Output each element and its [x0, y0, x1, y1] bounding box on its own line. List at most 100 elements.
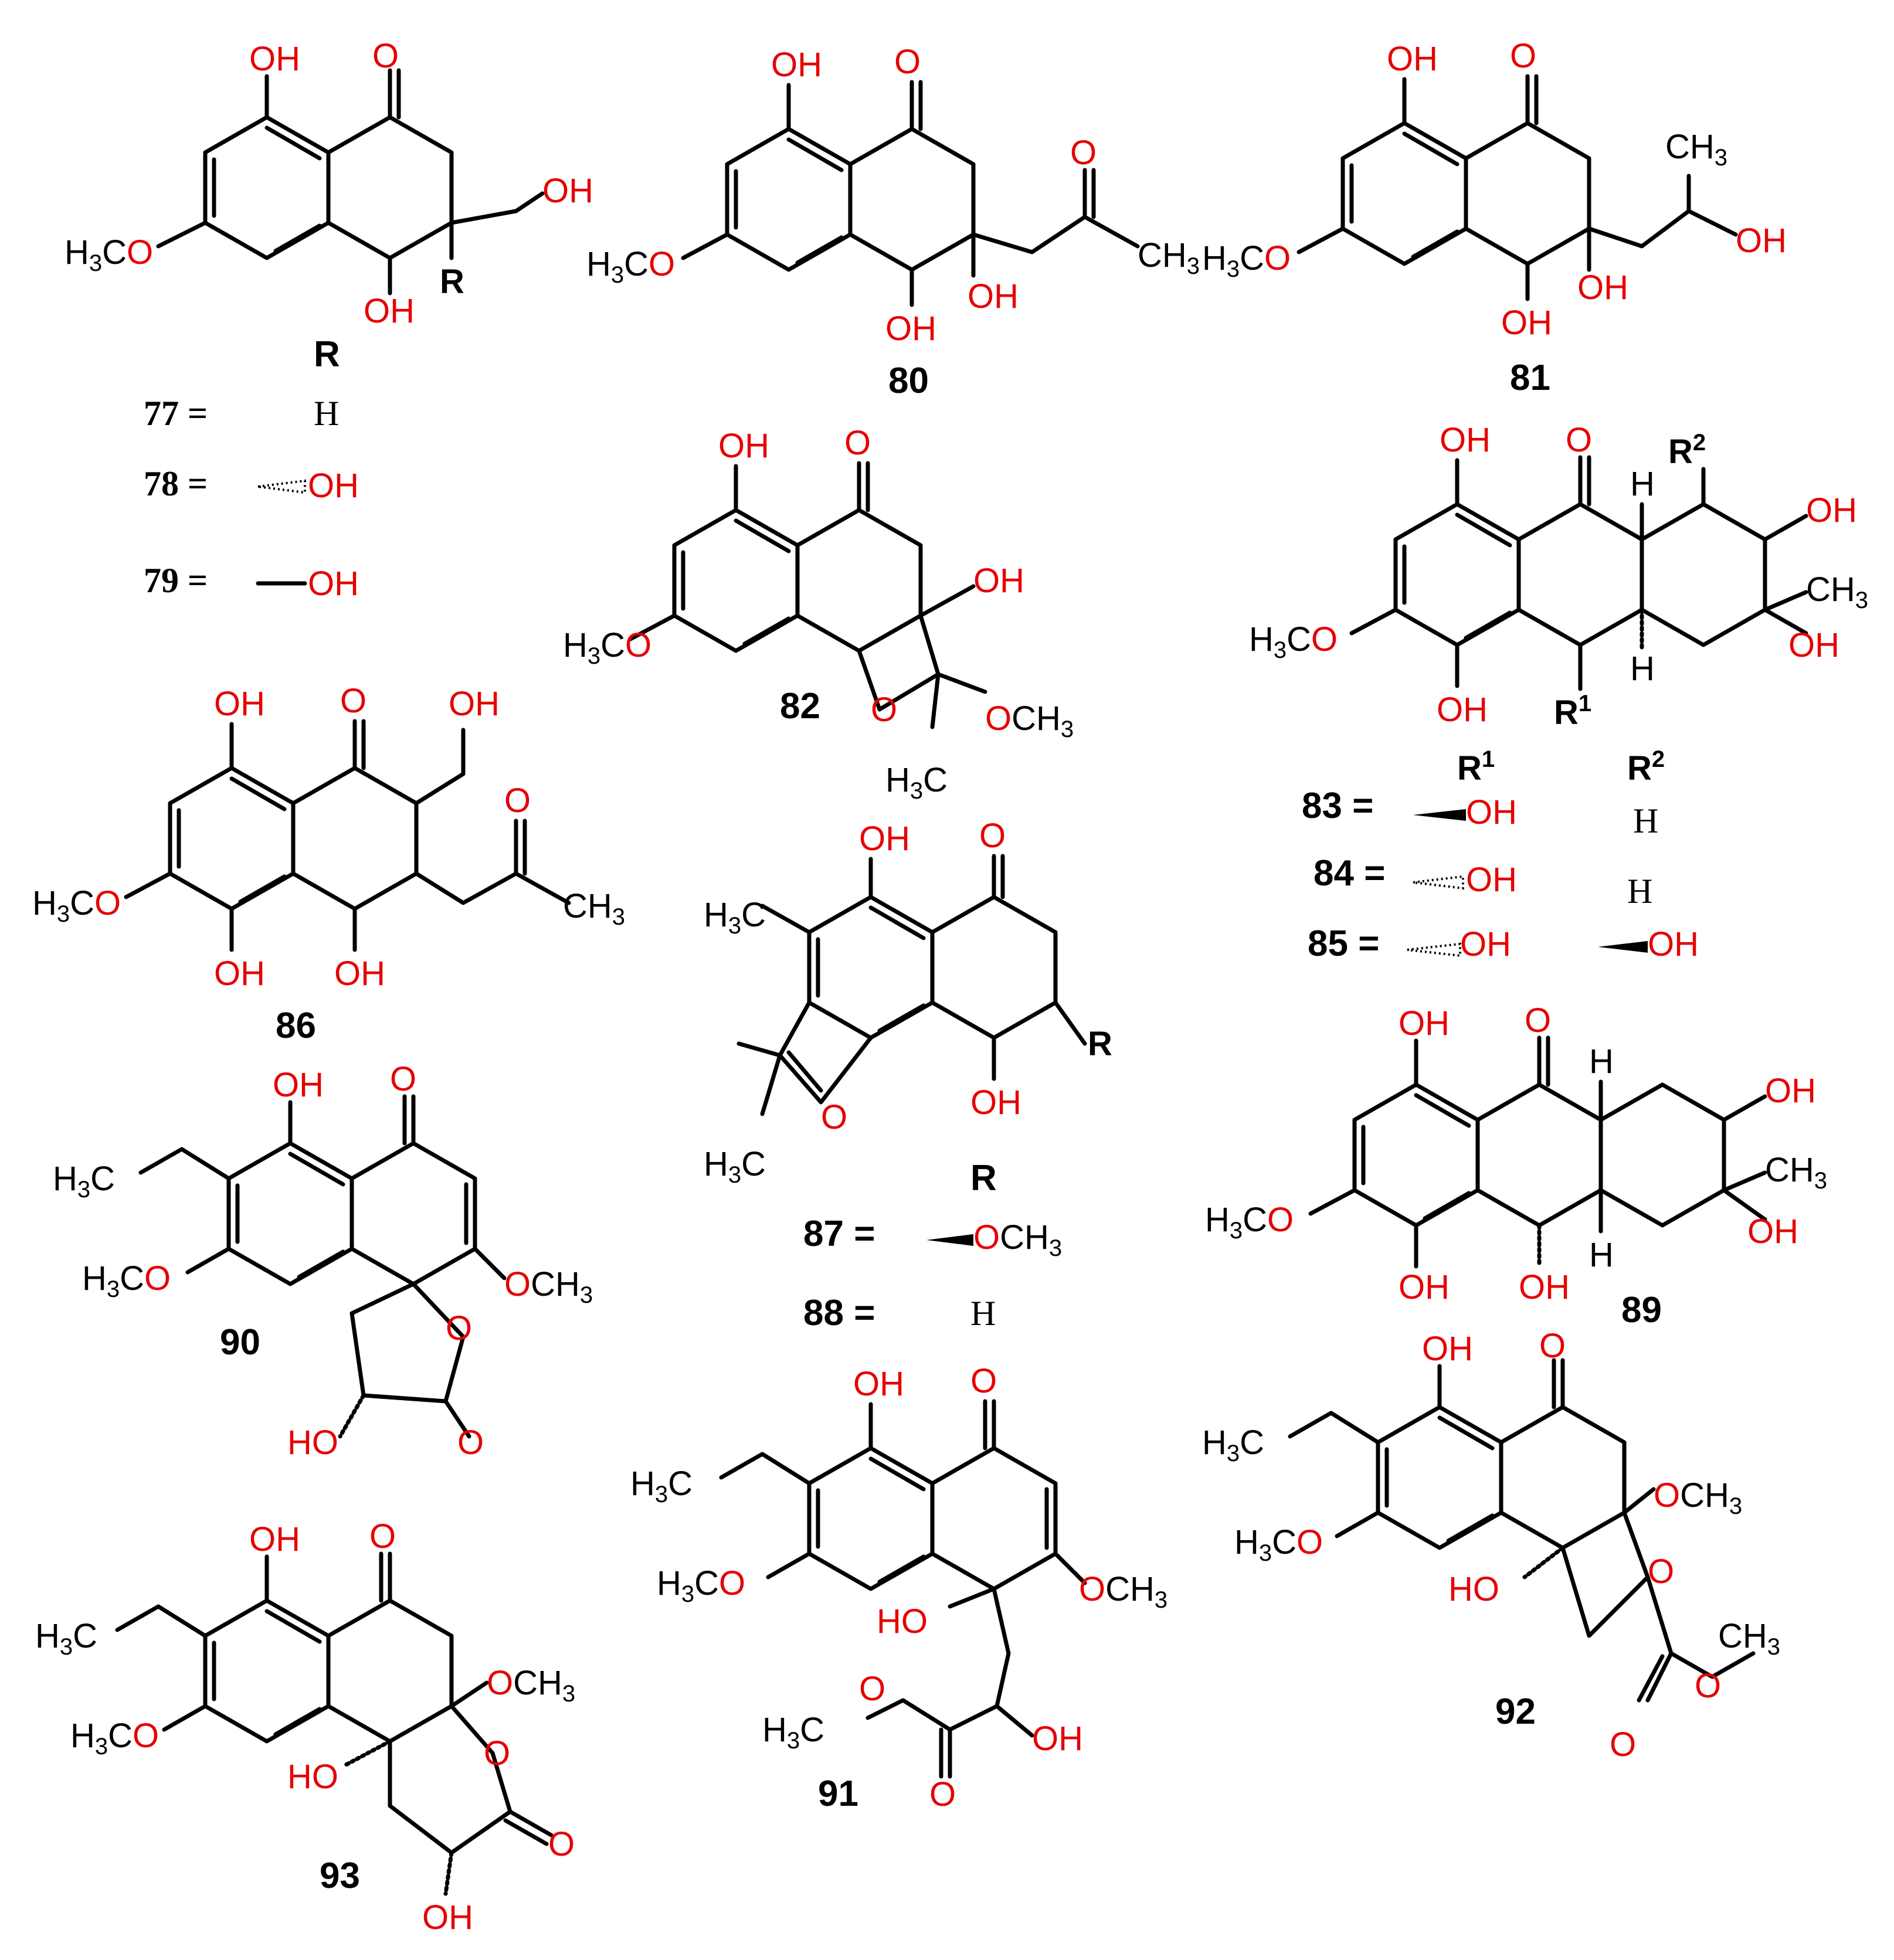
svg-text:R: R — [440, 263, 464, 301]
svg-text:O: O — [821, 1098, 847, 1136]
svg-text:OH: OH — [1399, 1268, 1450, 1306]
structure-77-79: OH O OH H3CO OH R R — [65, 37, 593, 375]
svg-text:H3CO: H3CO — [32, 884, 121, 927]
structure-86: OH O OH O CH3 H3CO OH OH 86 — [32, 682, 625, 1046]
row-77-key: 77 = — [144, 394, 208, 433]
svg-text:O: O — [504, 782, 531, 820]
row-83-r2: H — [1633, 801, 1658, 840]
row-88-key: 88 = — [803, 1293, 875, 1333]
svg-text:O: O — [372, 37, 399, 75]
svg-text:O: O — [340, 682, 366, 720]
svg-text:OH: OH — [1437, 691, 1488, 729]
row-79-key: 79 = — [144, 561, 208, 600]
structure-91: OH O H3C H3CO OCH3 HO O H3C OH O 91 — [630, 1362, 1167, 1814]
svg-text:H3CO: H3CO — [1202, 239, 1291, 282]
svg-text:R2: R2 — [1668, 430, 1706, 471]
svg-text:O: O — [484, 1734, 510, 1772]
label-90: 90 — [220, 1322, 260, 1363]
svg-text:H3C: H3C — [704, 896, 766, 939]
svg-text:OH: OH — [542, 172, 593, 210]
svg-text:R1: R1 — [1554, 691, 1591, 732]
svg-text:H3CO: H3CO — [1249, 620, 1338, 663]
row-85-r2: OH — [1648, 925, 1699, 963]
row-83-r1: OH — [1466, 793, 1517, 831]
svg-text:HO: HO — [1448, 1570, 1499, 1608]
svg-text:CH3: CH3 — [1665, 128, 1727, 171]
svg-text:H3CO: H3CO — [1205, 1201, 1294, 1244]
svg-text:CH3: CH3 — [1718, 1617, 1780, 1660]
svg-text:OH: OH — [1736, 222, 1787, 260]
label-91: 91 — [818, 1774, 858, 1814]
svg-text:OH: OH — [1501, 304, 1552, 342]
label-93: 93 — [320, 1856, 360, 1896]
svg-text:H3CO: H3CO — [563, 626, 651, 669]
svg-text:O: O — [1070, 134, 1097, 172]
svg-text:H: H — [1589, 1042, 1614, 1081]
svg-text:H: H — [1589, 1236, 1614, 1274]
svg-text:H3CO: H3CO — [65, 233, 153, 276]
structure-81: OH O CH3 OH H3CO OH OH 81 — [1202, 37, 1787, 398]
row-84-key: 84 = — [1313, 853, 1385, 894]
svg-text:CH3: CH3 — [563, 887, 625, 930]
svg-text:O: O — [1510, 37, 1536, 75]
svg-text:OH: OH — [853, 1365, 904, 1403]
svg-text:OCH3: OCH3 — [487, 1664, 575, 1707]
label-80: 80 — [888, 361, 929, 401]
label-86: 86 — [276, 1006, 316, 1046]
svg-text:HO: HO — [287, 1424, 338, 1462]
svg-text:H3C: H3C — [885, 761, 948, 804]
label-R-87: R — [970, 1158, 997, 1198]
svg-text:OH: OH — [970, 1083, 1021, 1122]
structure-80: OH O O CH3 H3CO OH OH 80 — [586, 43, 1200, 401]
label-89: 89 — [1621, 1290, 1662, 1330]
svg-text:O: O — [1539, 1327, 1566, 1365]
svg-text:H3C: H3C — [762, 1711, 824, 1754]
svg-text:OCH3: OCH3 — [1079, 1570, 1167, 1613]
svg-text:OH: OH — [885, 310, 936, 348]
svg-text:CH3: CH3 — [1765, 1151, 1827, 1194]
svg-text:OCH3: OCH3 — [985, 699, 1074, 742]
svg-text:O: O — [844, 424, 871, 462]
svg-text:H: H — [1630, 465, 1655, 503]
svg-text:H3C: H3C — [1202, 1424, 1264, 1466]
svg-text:OH: OH — [1399, 1004, 1450, 1042]
row-77-value: H — [314, 394, 339, 433]
svg-text:H3C: H3C — [35, 1617, 97, 1660]
svg-text:O: O — [979, 817, 1006, 855]
row-87-value: OCH3 — [973, 1218, 1062, 1261]
svg-text:OH: OH — [1747, 1212, 1798, 1251]
svg-text:H3CO: H3CO — [586, 245, 675, 288]
svg-text:O: O — [1566, 421, 1592, 459]
svg-text:OH: OH — [334, 954, 385, 993]
row-85-key: 85 = — [1308, 923, 1379, 964]
svg-text:OCH3: OCH3 — [1654, 1476, 1742, 1519]
svg-text:OH: OH — [1519, 1268, 1570, 1306]
svg-text:OH: OH — [1440, 421, 1491, 459]
svg-text:R: R — [1088, 1025, 1112, 1063]
structure-89: OH O H OH CH3 OH H3CO OH OH H 89 — [1205, 1001, 1827, 1330]
structure-90: OH O H3C H3CO OCH3 O HO O 90 — [53, 1060, 593, 1462]
svg-text:OH: OH — [718, 427, 769, 465]
svg-text:H3C: H3C — [704, 1145, 766, 1188]
svg-text:OH: OH — [1577, 269, 1628, 307]
svg-text:OH: OH — [214, 954, 265, 993]
svg-text:OH: OH — [1765, 1072, 1816, 1110]
svg-text:O: O — [1610, 1725, 1636, 1764]
svg-text:OH: OH — [1032, 1720, 1083, 1758]
svg-text:OH: OH — [422, 1898, 473, 1937]
table-77: 77 = H 78 = OH 79 = OH — [144, 394, 359, 603]
svg-text:O: O — [1695, 1667, 1721, 1705]
row-84-r1: OH — [1466, 861, 1517, 899]
svg-text:OH: OH — [1806, 491, 1857, 529]
svg-text:O: O — [390, 1060, 416, 1098]
table-87: 87 = OCH3 88 = H — [803, 1214, 1062, 1333]
row-78-value: OH — [308, 467, 359, 505]
svg-text:H3CO: H3CO — [1234, 1523, 1323, 1566]
svg-text:O: O — [1525, 1001, 1551, 1040]
svg-text:H3CO: H3CO — [82, 1259, 171, 1302]
label-81: 81 — [1510, 358, 1550, 398]
header-R2: R2 — [1627, 746, 1665, 787]
svg-text:OH: OH — [214, 685, 265, 723]
svg-text:O: O — [1648, 1553, 1674, 1591]
